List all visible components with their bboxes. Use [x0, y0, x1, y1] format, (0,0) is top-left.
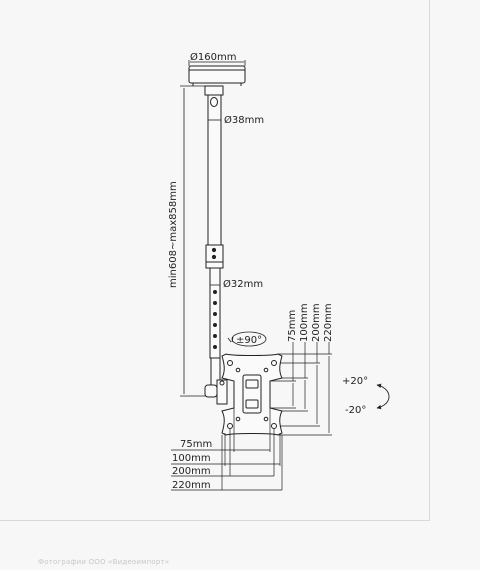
tilt-arrow [376, 383, 390, 410]
vesa-horizontal-dimensions [171, 408, 283, 491]
upper-tube [204, 85, 224, 269]
tilt-down-label: -20° [345, 405, 366, 416]
vesa-vertical-75: 75mm [287, 310, 298, 342]
plate-diameter-label: Ø160mm [190, 51, 236, 63]
footer-credit: Фотографии ООО «Видеоимпорт» [38, 558, 170, 566]
tilt-up-label: +20° [342, 376, 368, 387]
vesa-horizontal-220: 220mm [172, 480, 211, 491]
vesa-vertical-200: 200mm [311, 303, 322, 342]
vesa-horizontal-200: 200mm [172, 466, 211, 477]
height-dimension [180, 85, 212, 397]
lower-tube-diameter-label: Ø32mm [223, 278, 263, 290]
tilt-joint [204, 357, 228, 405]
vesa-vertical-dimensions [270, 342, 332, 436]
vesa-horizontal-75: 75mm [180, 439, 212, 450]
frame-line-right [429, 0, 430, 520]
vesa-horizontal-100: 100mm [172, 453, 211, 464]
lower-tube [209, 267, 221, 359]
vesa-plate [221, 353, 283, 436]
vesa-vertical-220: 220mm [323, 303, 334, 342]
upper-tube-diameter-label: Ø38mm [224, 114, 264, 126]
ceiling-plate [188, 65, 246, 86]
frame-line-bottom [0, 520, 430, 521]
plate-diameter-dimension [188, 60, 246, 66]
vesa-vertical-100: 100mm [299, 303, 310, 342]
rotation-badge [227, 331, 267, 347]
rotation-label: ±90° [236, 335, 262, 346]
height-range-label: min608~max858mm [168, 181, 179, 288]
